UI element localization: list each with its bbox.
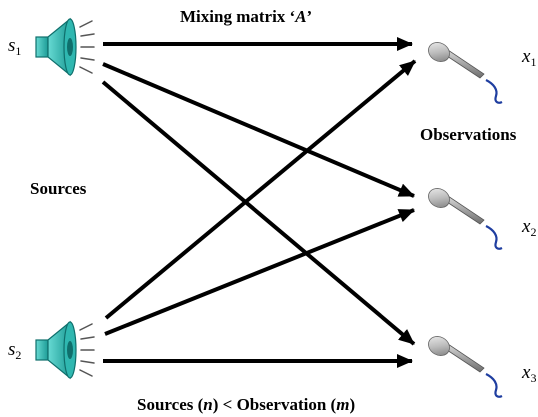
caption: Sources (n) < Observation (m) xyxy=(137,395,355,414)
microphone-icon xyxy=(428,42,503,104)
source-2: s2 xyxy=(8,320,95,380)
microphone-icon xyxy=(428,188,503,250)
source-1: s1 xyxy=(8,17,95,77)
speaker-icon xyxy=(35,17,95,77)
arrow-s1-x3 xyxy=(101,80,416,346)
speaker-icon xyxy=(35,320,95,380)
observation-3-label: x3 xyxy=(521,362,536,385)
observation-2: x2 xyxy=(428,188,536,250)
observations-label: Observations xyxy=(420,125,517,144)
microphone-icon xyxy=(428,336,503,398)
observation-2-label: x2 xyxy=(521,216,536,239)
diagram-title: Mixing matrix ‘A’ xyxy=(180,7,312,26)
mixing-arrows xyxy=(101,37,417,368)
observation-1-label: x1 xyxy=(521,46,536,69)
observation-3: x3 xyxy=(428,336,536,398)
arrow-s2-x2 xyxy=(104,208,415,336)
source-2-label: s2 xyxy=(8,339,21,362)
arrow-s1-x2 xyxy=(102,62,415,198)
observation-1: x1 xyxy=(428,42,536,104)
sources-label: Sources xyxy=(30,179,87,198)
arrow-s2-x1 xyxy=(104,59,417,320)
source-1-label: s1 xyxy=(8,35,21,58)
